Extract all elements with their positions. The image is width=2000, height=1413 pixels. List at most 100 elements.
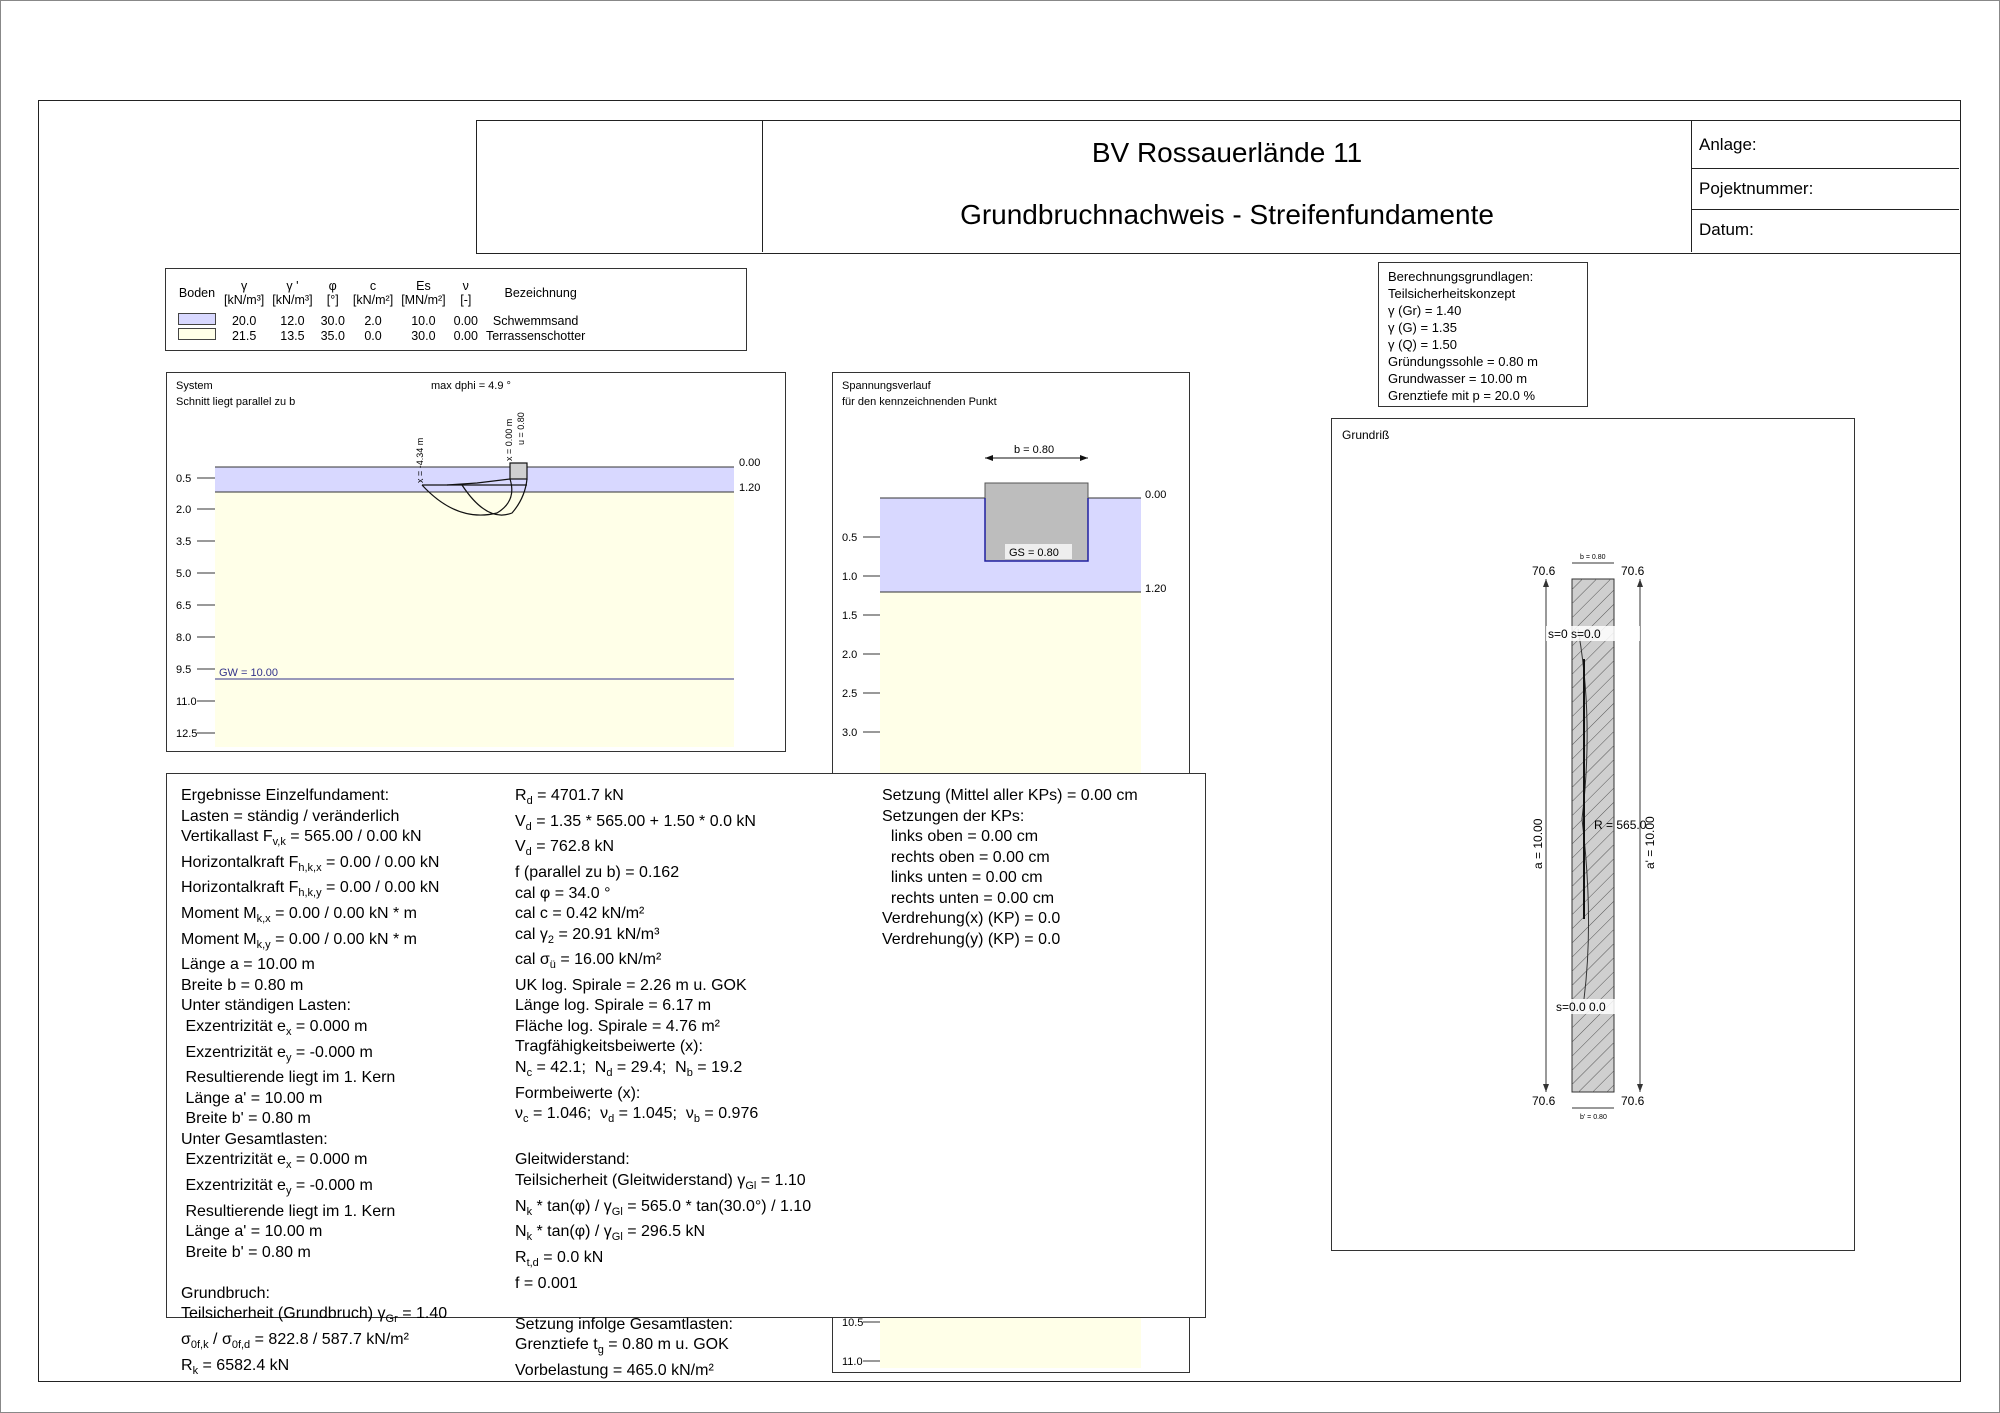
result-line: Exzentrizität ex = 0.000 m [181,1151,368,1172]
result-line: Setzungen der KPs: [882,807,1025,825]
result-line: Breite b = 0.80 m [181,976,304,994]
result-line: Setzung infolge Gesamtlasten: [515,1315,733,1333]
result-line: f = 0.001 [515,1274,578,1292]
result-line: links oben = 0.00 cm [882,828,1039,845]
results-column-2: Rd = 4701.7 kN Vd = 1.35 * 565.00 + 1.50 … [515,786,811,1381]
result-line: UK log. Spirale = 2.26 m u. GOK [515,976,747,994]
svg-text:2.0: 2.0 [176,504,191,516]
width-label: u = 0.80 [516,412,526,445]
result-line: Fläche log. Spirale = 4.76 m² [515,1017,720,1035]
svg-text:11.0: 11.0 [842,1356,863,1368]
svg-text:8.0: 8.0 [176,632,191,644]
stress-subtitle: für den kennzeichnenden Punkt [842,396,997,408]
system-dphi: max dphi = 4.9 ° [431,380,511,392]
result-line [515,1130,811,1151]
svg-text:1.0: 1.0 [842,571,857,583]
a2-label: a' = 10.00 [1643,816,1657,869]
result-line: Vd = 1.35 * 565.00 + 1.50 * 0.0 kN [515,812,756,833]
svg-text:11.0: 11.0 [176,696,197,708]
result-line: Grundbruch: [181,1284,270,1302]
document-subtitle: Grundbruchnachweis - Streifenfundamente [960,199,1494,230]
corner-bottom-right: 70.6 [1621,1094,1645,1108]
system-depth-ticks: 0.5 2.0 3.5 5.0 6.5 8.0 9.5 11.0 12.5 [176,473,215,740]
result-line: Breite b' = 0.80 m [181,1243,311,1261]
result-line: Gleitwiderstand: [515,1151,630,1169]
result-line: Länge log. Spirale = 6.17 m [515,997,712,1015]
title-text-cell: BV Rossauerlände 11 Grundbruchnachweis -… [763,121,1692,252]
bottom-settlement: s=0.0 0.0 [1556,1000,1606,1014]
svg-text:5.0: 5.0 [176,568,191,580]
result-line: Nc = 42.1; Nd = 29.4; Nb = 19.2 [515,1058,743,1080]
soil-swatch [178,328,216,340]
result-line: Verdrehung(y) (KP) = 0.0 [882,930,1061,948]
result-line: Exzentrizität ex = 0.000 m [181,1017,368,1039]
svg-text:12.5: 12.5 [176,728,197,740]
result-line: Vorbelastung = 465.0 kN/m² [515,1361,714,1379]
soil-row: 21.5 13.5 35.0 0.0 30.0 0.00 Terrassensc… [174,328,589,343]
result-line: f (parallel zu b) = 0.162 [515,864,680,882]
result-line: Länge a' = 10.00 m [181,1223,323,1241]
result-line: links unten = 0.00 cm [882,869,1043,886]
result-line: Horizontalkraft Fh,k,x = 0.00 / 0.00 kN [181,853,440,874]
result-line: Exzentrizität ey = -0.000 m [181,1043,373,1064]
result-line: Länge a' = 10.00 m [181,1089,323,1107]
result-line: cal c = 0.42 kN/m² [515,905,645,923]
result-line: Rt,d = 0.0 kN [515,1248,604,1270]
result-line: σ0f,k / σ0f,d = 822.8 / 587.7 kN/m² [181,1330,409,1352]
result-line: Moment Mk,y = 0.00 / 0.00 kN * m [181,930,417,951]
level-top: 0.00 [739,457,760,469]
soil-legend-table: Boden γ γ ' φ c Es ν Bezeichnung [kN/m³]… [165,268,747,351]
svg-text:9.5: 9.5 [176,664,191,676]
soil-row: 20.0 12.0 30.0 2.0 10.0 0.00 Schwemmsand [174,307,589,328]
result-line: Länge a = 10.00 m [181,956,315,974]
result-line: cal γ2 = 20.91 kN/m³ [515,925,660,946]
result-line: Teilsicherheit (Grundbruch) γGr = 1.40 [181,1305,448,1326]
x-coordinate-label: x = -4.34 m [415,438,425,483]
result-line [515,1294,811,1315]
result-line: Unter Gesamtlasten: [181,1130,328,1148]
failure-mechanism [421,462,528,516]
plan-title: Grundriß [1342,428,1389,442]
result-line: Resultierende liegt im 1. Kern [181,1202,396,1220]
result-line: Setzung (Mittel aller KPs) = 0.00 cm [882,787,1138,804]
result-line: Teilsicherheit (Gleitwiderstand) γGl = 1… [515,1171,806,1192]
result-line: Verdrehung(x) (KP) = 0.0 [882,910,1061,927]
svg-text:0.5: 0.5 [176,473,191,485]
plan-panel: Grundriß b = 0.80 b' = 0.80 70.6 70.6 70… [1331,418,1855,1251]
result-line: Exzentrizität ey = -0.000 m [181,1177,373,1198]
soil-swatch [178,313,216,325]
result-line: Resultierende liegt im 1. Kern [181,1069,396,1087]
result-line: Lasten = ständig / veränderlich [181,807,400,825]
corner-top-right: 70.6 [1621,564,1645,578]
gs-label-bg [1005,544,1072,559]
result-line: Breite b' = 0.80 m [181,1110,311,1128]
groundwater-label: GW = 10.00 [219,667,278,679]
svg-text:6.5: 6.5 [176,600,191,612]
svg-text:10.5: 10.5 [842,1317,863,1329]
calculation-basis: Berechnungsgrundlagen: Teilsicherheitsko… [1378,262,1588,407]
svg-text:0.5: 0.5 [842,532,857,544]
system-title: System [176,380,213,392]
stress-depth-ticks: 0.5 1.0 1.5 2.0 2.5 3.0 10.5 11.0 [842,532,880,1368]
x2-coordinate-label: x = 0.00 m [504,419,514,461]
result-line: Nk * tan(φ) / γGl = 296.5 kN [515,1223,706,1244]
field-projektnummer: Pojektnummer: [1692,169,1959,210]
result-line [181,1263,447,1284]
results-panel: Ergebnisse Einzelfundament:Lasten = stän… [166,773,1206,1379]
results-column-1: Ergebnisse Einzelfundament:Lasten = stän… [181,786,447,1381]
result-line: Unter ständigen Lasten: [181,997,351,1015]
svg-text:3.5: 3.5 [176,536,191,548]
result-line: rechts oben = 0.00 cm [882,848,1050,866]
result-line: Rk = 6582.4 kN [181,1356,290,1377]
result-line: Rd = 4701.7 kN [515,787,624,808]
b-top-label: b = 0.80 [1580,554,1606,561]
top-settlement: s=0 s=0.0 [1548,627,1601,641]
corner-bottom-left: 70.6 [1532,1094,1556,1108]
system-diagram: System Schnitt liegt parallel zu b max d… [176,380,760,747]
a-label: a = 10.00 [1531,818,1545,869]
stress-level-top: 0.00 [1145,489,1166,501]
result-line: νc = 1.046; νd = 1.045; νb = 0.976 [515,1105,759,1126]
result-line: Grenztiefe tg = 0.80 m u. GOK [515,1336,729,1357]
system-subtitle: Schnitt liegt parallel zu b [176,396,295,408]
result-line: Horizontalkraft Fh,k,y = 0.00 / 0.00 kN [181,879,440,900]
